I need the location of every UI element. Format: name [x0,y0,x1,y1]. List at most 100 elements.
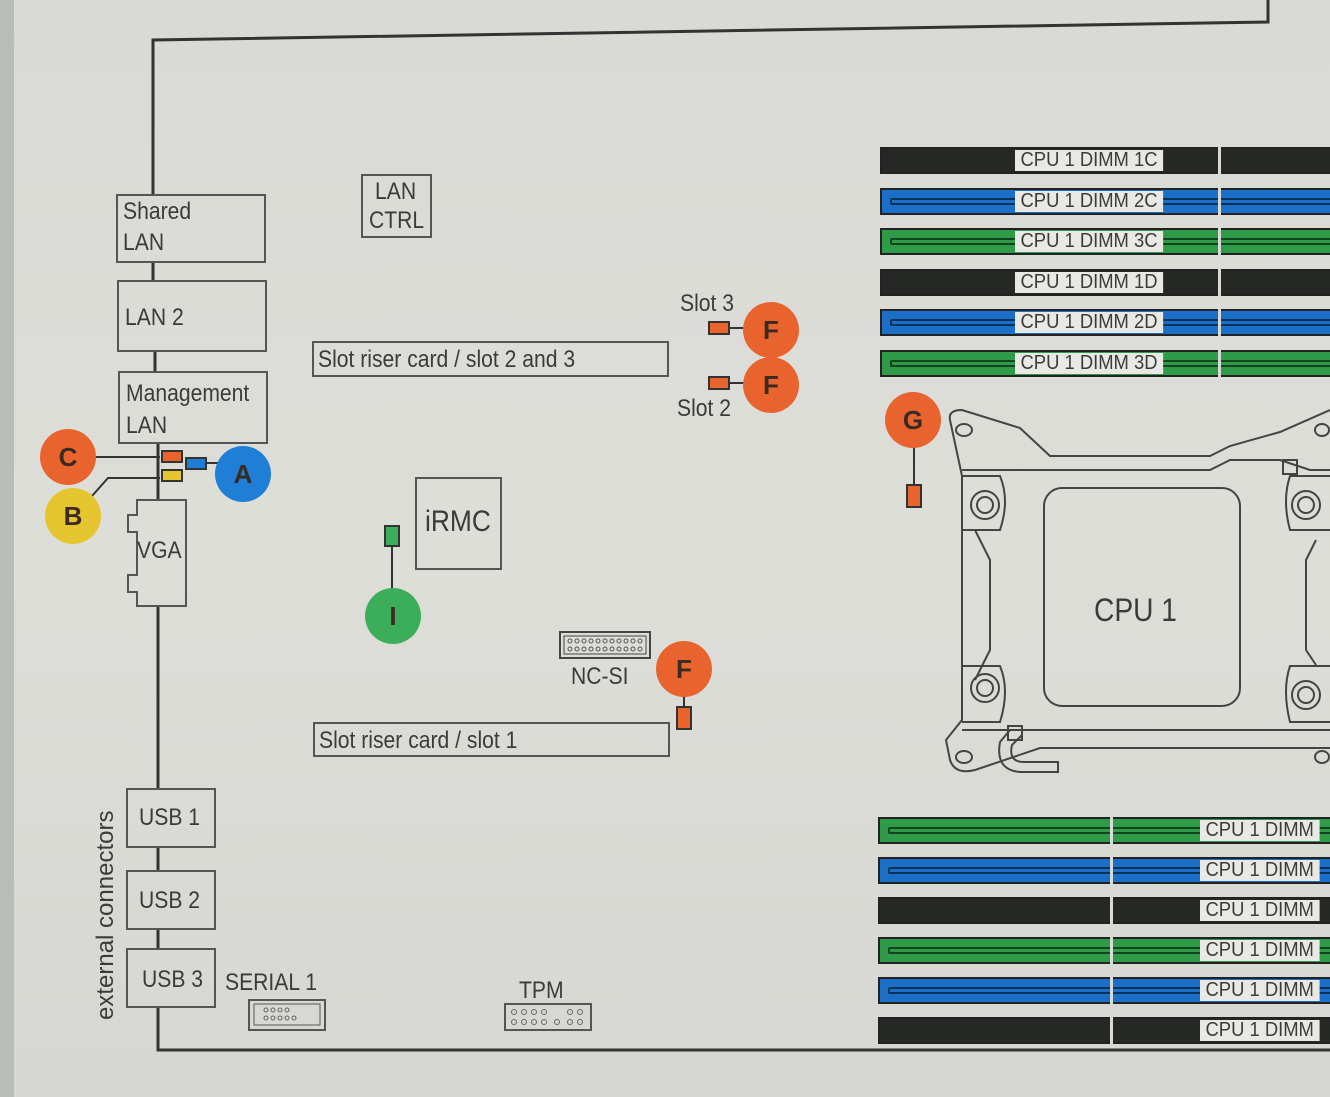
tpm-connector [504,1003,592,1031]
lan2-port: LAN 2 [117,280,267,352]
socket-side-rail [974,529,991,681]
dimm-label: CPU 1 DIMM [1200,1020,1320,1041]
dimm-label: CPU 1 DIMM [1200,980,1320,1001]
dimm-label: CPU 1 DIMM [1200,900,1320,921]
dimm-key-notch [1218,309,1221,336]
irmc-label: iRMC [425,505,491,538]
badge-F-slot2: F [743,357,799,413]
socket-mount-hole [955,750,973,764]
riser-card-slot-1-label: Slot riser card / slot 1 [319,727,518,754]
vga-connector-outline [127,499,187,607]
dimm-slot: CPU 1 DIMM 3D [880,349,1330,377]
socket-corner [962,665,1006,723]
usb3-port: USB 3 [126,948,216,1008]
leader-B [91,477,160,497]
badge-F-slot1: F [656,641,712,697]
board-outline-top [151,0,1270,194]
socket-latch [1007,725,1023,741]
dimm-rail [888,947,1330,954]
usb3-label: USB 3 [142,966,204,993]
lan2-label: LAN 2 [125,304,184,331]
led-I [384,525,400,547]
socket-load-plate [962,459,1330,471]
lan-ctrl-label-line2: CTRL [369,207,425,234]
usb1-label: USB 1 [139,804,201,831]
led-slot3 [708,321,730,335]
management-lan-label-line1: Management [126,380,250,407]
management-lan-port: Management LAN [118,371,268,444]
dimm-key-notch [1110,817,1113,844]
dimm-key-notch [1110,977,1113,1004]
serial-pins [263,1007,297,1021]
dimm-key-notch [1218,147,1221,174]
socket-mount-hole [955,423,973,437]
dimm-label: CPU 1 DIMM [1200,820,1320,841]
dimm-key-notch [1110,937,1113,964]
socket-latch [1282,459,1298,475]
slot2-label: Slot 2 [677,395,732,422]
socket-corner [1285,665,1330,723]
dimm-slot: CPU 1 DIMM 2D [880,309,1330,336]
usb1-port: USB 1 [126,788,216,848]
socket-lever [998,729,1059,773]
led-slot1 [676,706,692,730]
dimm-key-notch [1110,1017,1113,1044]
dimm-key-notch [1110,857,1113,884]
dimm-slot: CPU 1 DIMM 3C [880,228,1330,255]
socket-frame [944,419,1330,773]
dimm-slot: CPU 1 DIMM 2C [880,187,1330,215]
usb2-label: USB 2 [139,887,201,914]
tpm-label: TPM [519,977,564,1004]
riser-card-slot-1: Slot riser card / slot 1 [313,722,670,757]
shared-lan-port: Shared LAN [116,194,266,263]
socket-corner [1285,475,1330,531]
board-outline-bottom [156,1006,1330,1052]
badge-B: B [45,488,101,544]
ncsi-label: NC-SI [571,663,629,690]
ncsi-pins [567,638,643,652]
led-G [906,484,922,508]
slot3-label: Slot 3 [680,290,735,317]
serial-connector [248,999,326,1031]
socket-mount-hole [1314,423,1330,437]
socket-mount-hole [1314,750,1330,764]
dimm-label: CPU 1 DIMM 3D [1015,352,1164,374]
cpu-die-outline [1043,487,1241,707]
socket-screw [970,490,1000,520]
dimm-slot: CPU 1 DIMM [878,977,1330,1004]
cpu-socket [944,408,1330,773]
tpm-pins [511,1009,583,1025]
led-B [161,469,183,482]
badge-A: A [215,446,271,502]
led-A [185,457,207,470]
irmc-chip: iRMC [415,477,502,570]
dimm-slot: CPU 1 DIMM [878,857,1330,884]
shared-lan-label-line1: Shared [123,198,192,225]
lan-ctrl-label-line1: LAN [375,178,417,205]
badge-I: I [365,588,421,644]
dimm-label: CPU 1 DIMM [1200,940,1320,961]
usb2-port: USB 2 [126,870,216,930]
socket-screw [970,673,1000,703]
dimm-label: CPU 1 DIMM 3C [1015,231,1164,252]
dimm-key-notch [1110,897,1113,924]
dimm-label: CPU 1 DIMM 1D [1015,271,1164,293]
cpu1-label: CPU 1 [1094,592,1177,628]
dimm-key-notch [1218,187,1221,215]
external-connectors-label: external connectors [92,810,119,1020]
dimm-label: CPU 1 DIMM 2C [1015,190,1164,212]
dimm-slot: CPU 1 DIMM 1D [880,268,1330,296]
dimm-rail [888,827,1330,834]
dimm-label: CPU 1 DIMM 2D [1015,312,1164,333]
dimm-key-notch [1218,228,1221,255]
dimm-label: CPU 1 DIMM 1C [1015,150,1164,171]
vga-label: VGA [137,537,182,564]
riser-card-slot-2-3-label: Slot riser card / slot 2 and 3 [318,346,576,373]
ncsi-connector [559,631,651,659]
socket-frame [948,408,1330,457]
dimm-slot: CPU 1 DIMM [878,817,1330,844]
socket-screw [1291,680,1321,710]
dimm-rail [888,867,1330,874]
dimm-key-notch [1218,349,1221,377]
dimm-key-notch [1218,268,1221,296]
